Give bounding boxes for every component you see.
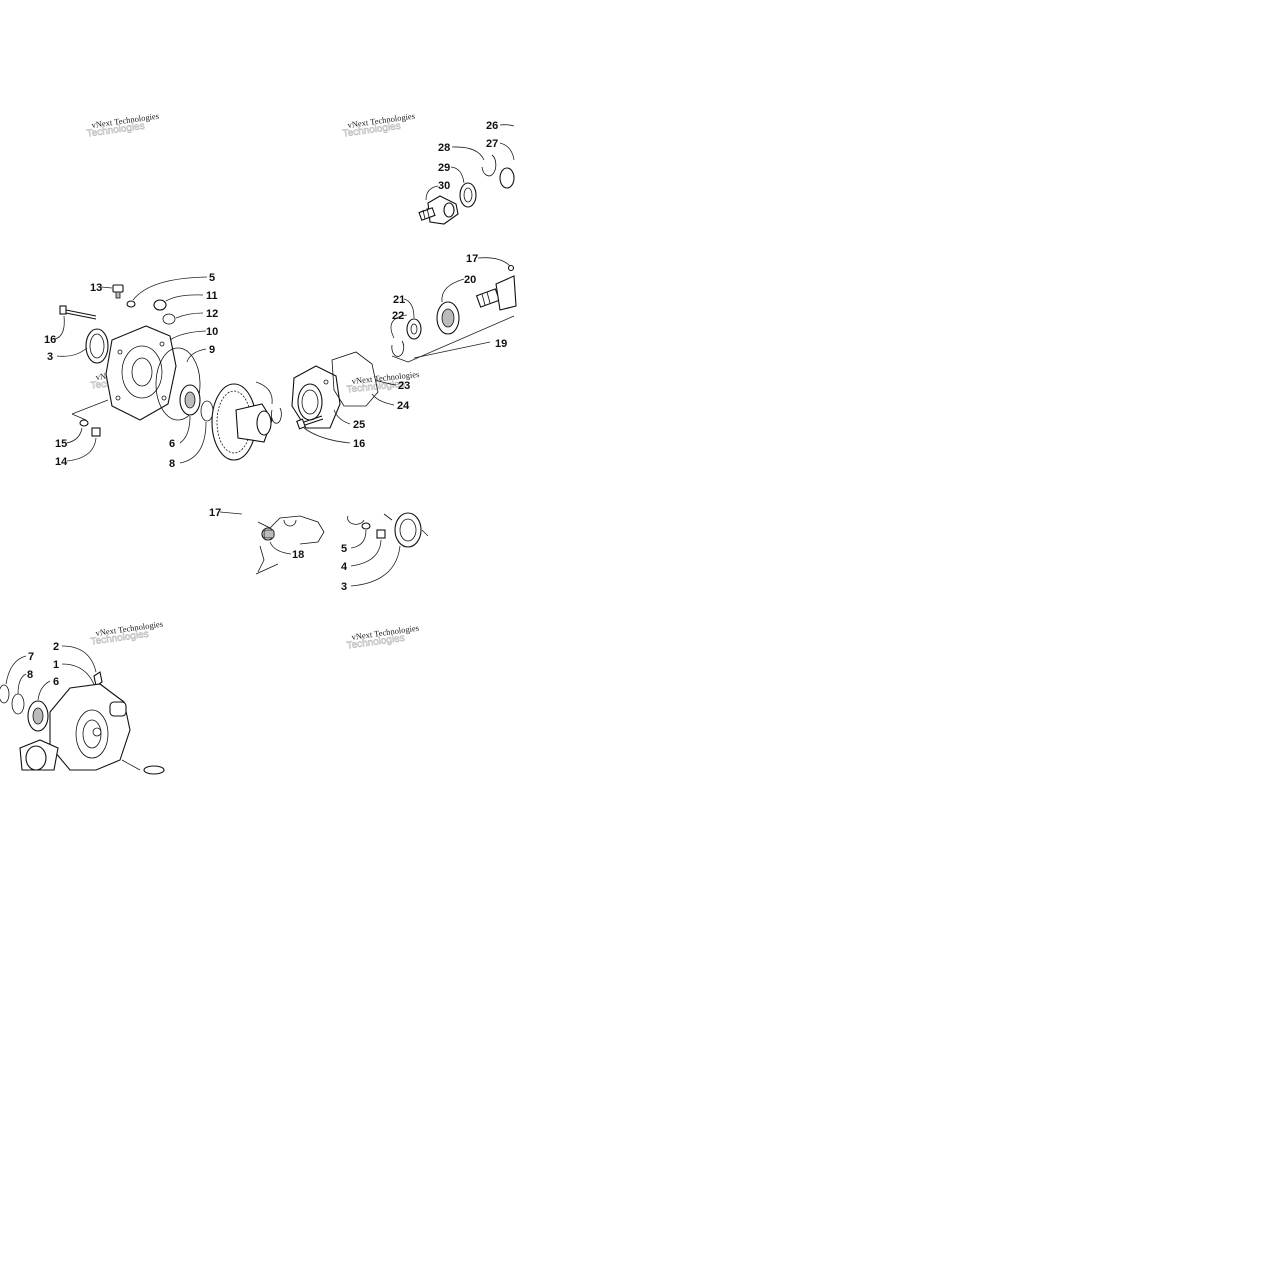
callout-28: 28 bbox=[438, 142, 450, 154]
part-4-bolt bbox=[376, 529, 386, 539]
callout-19: 19 bbox=[495, 338, 507, 350]
callout-11: 11 bbox=[206, 290, 218, 302]
watermark-6: Technologies vNext Technologies bbox=[346, 623, 420, 652]
part-24-gasket bbox=[331, 351, 379, 407]
part-16-bolt bbox=[59, 305, 97, 320]
callout-21: 21 bbox=[393, 294, 405, 306]
watermark-5: Technologies vNext Technologies bbox=[90, 619, 164, 648]
part-29-seal bbox=[459, 182, 477, 208]
part-28-snap-ring bbox=[481, 154, 497, 177]
callout-26: 26 bbox=[486, 120, 498, 132]
callout-23: 23 bbox=[398, 380, 410, 392]
part-11-nut bbox=[153, 299, 167, 311]
part-14-bolt bbox=[91, 427, 101, 437]
callout-6: 6 bbox=[169, 438, 175, 450]
callout-5: 5 bbox=[209, 272, 215, 284]
callout-18: 18 bbox=[292, 549, 304, 561]
part-21-collar bbox=[406, 318, 422, 340]
callout-1: 1 bbox=[53, 659, 59, 671]
part-17-pin bbox=[507, 264, 515, 272]
ring-gear bbox=[211, 381, 273, 461]
callout-14: 14 bbox=[55, 456, 68, 468]
part-8-shim-b bbox=[11, 693, 25, 715]
part-9-o-ring bbox=[155, 347, 201, 421]
part-7-shim bbox=[0, 684, 10, 704]
callout-7: 7 bbox=[28, 651, 34, 663]
watermark-1: Technologies vNext Technologies bbox=[86, 111, 160, 140]
callout-5-b: 5 bbox=[341, 543, 347, 555]
callout-25: 25 bbox=[353, 419, 365, 431]
callout-30: 30 bbox=[438, 180, 450, 192]
callout-3: 3 bbox=[47, 351, 53, 363]
part-6-bearing bbox=[179, 384, 201, 416]
part-15-washer bbox=[79, 419, 89, 427]
part-3-oil-seal bbox=[85, 328, 109, 364]
callout-10: 10 bbox=[206, 326, 218, 338]
part-13-plug bbox=[112, 284, 124, 299]
case-outline bbox=[257, 515, 325, 545]
part-12-o-ring bbox=[162, 313, 176, 325]
part-22-snap-ring bbox=[391, 340, 405, 357]
pinion-shaft bbox=[475, 275, 517, 311]
part-30-output-flange bbox=[418, 195, 459, 225]
callout-3-b: 3 bbox=[341, 581, 347, 593]
part-8-shim bbox=[200, 400, 214, 422]
part-18-bushing bbox=[261, 527, 275, 541]
callout-15: 15 bbox=[55, 438, 67, 450]
callout-8: 8 bbox=[169, 458, 175, 470]
part-16-bolt-2 bbox=[296, 415, 324, 430]
tile-output-flange: 26 27 28 29 30 bbox=[418, 120, 515, 225]
callout-17: 17 bbox=[466, 253, 478, 265]
callout-4: 4 bbox=[341, 561, 348, 573]
part-5-washer bbox=[126, 300, 136, 308]
callout-24: 24 bbox=[397, 400, 410, 412]
callout-6-b: 6 bbox=[53, 676, 59, 688]
tile-main-case: 2 1 7 8 6 bbox=[0, 641, 165, 775]
part-6-bearing-b bbox=[27, 700, 49, 732]
callout-2: 2 bbox=[53, 641, 59, 653]
callout-8-b: 8 bbox=[27, 669, 33, 681]
part-10-cover-housing bbox=[105, 325, 177, 421]
tile-case-fragment: 17 18 5 4 3 bbox=[209, 507, 429, 593]
callout-12: 12 bbox=[206, 308, 218, 320]
callout-27: 27 bbox=[486, 138, 498, 150]
part-3-oil-seal-b bbox=[394, 512, 422, 548]
callout-13: 13 bbox=[90, 282, 102, 294]
callout-17-b: 17 bbox=[209, 507, 221, 519]
part-27-bearing bbox=[499, 167, 515, 189]
watermark-2: Technologies vNext Technologies bbox=[342, 111, 416, 140]
tile-differential: 13 5 11 12 16 10 3 9 23 24 25 16 15 6 14… bbox=[44, 253, 517, 470]
part-5-washer-b bbox=[361, 522, 371, 530]
callout-16: 16 bbox=[44, 334, 56, 346]
callout-16-b: 16 bbox=[353, 438, 365, 450]
callout-20: 20 bbox=[464, 274, 476, 286]
part-snap-ring bbox=[271, 407, 282, 424]
callout-9: 9 bbox=[209, 344, 215, 356]
callout-29: 29 bbox=[438, 162, 450, 174]
callout-22: 22 bbox=[392, 310, 404, 322]
part-20-bearing bbox=[436, 301, 460, 335]
part-25-case-half bbox=[291, 365, 341, 429]
main-gear-case bbox=[19, 683, 165, 775]
